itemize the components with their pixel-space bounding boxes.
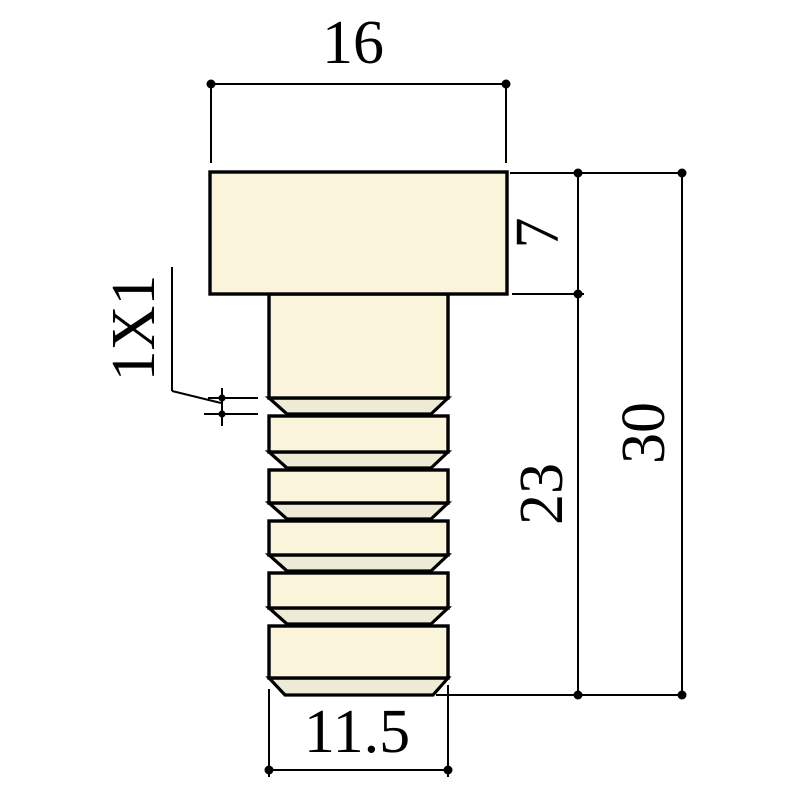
- thread-groove-3: [264, 501, 453, 521]
- thread-end-chamfer: [265, 676, 452, 697]
- dim-endpoint: [218, 394, 226, 402]
- dim-endpoint: [501, 79, 511, 89]
- dim-endpoint: [677, 690, 687, 700]
- shank-diameter-label: 11.5: [304, 698, 410, 766]
- screw-shank: [267, 292, 450, 400]
- dimension-endpoints: [206, 79, 687, 775]
- thread-crest-5: [267, 624, 450, 680]
- dimension-lines: [171, 83, 684, 777]
- head-width-label: 16: [322, 9, 384, 77]
- dim-endpoint: [573, 289, 583, 299]
- head-height-label: 7: [504, 218, 572, 249]
- thread-groove-2: [264, 450, 453, 470]
- thread-crest-3: [267, 519, 450, 557]
- overall-length-label: 30: [610, 402, 678, 464]
- thread-crest-2: [267, 468, 450, 505]
- thread-crest-1: [267, 414, 450, 454]
- thread-groove-5: [264, 606, 453, 626]
- thread-crest-4: [267, 571, 450, 610]
- part-outline: [208, 170, 509, 697]
- leader-line-diagonal: [171, 390, 222, 404]
- screw-head: [208, 170, 509, 296]
- dimension-labels: 16 7 23 30 11.5 1X1: [100, 9, 678, 766]
- dim-endpoint: [206, 79, 216, 89]
- chamfer-label: 1X1: [100, 275, 168, 382]
- thread-length-label: 23: [508, 463, 576, 525]
- dim-endpoint: [443, 765, 453, 775]
- dim-endpoint: [677, 168, 687, 178]
- thread-groove-4: [264, 553, 453, 573]
- dim-endpoint: [573, 168, 583, 178]
- thread-groove-1: [264, 396, 453, 416]
- dim-endpoint: [264, 765, 274, 775]
- dim-endpoint: [218, 410, 226, 418]
- dim-endpoint: [573, 690, 583, 700]
